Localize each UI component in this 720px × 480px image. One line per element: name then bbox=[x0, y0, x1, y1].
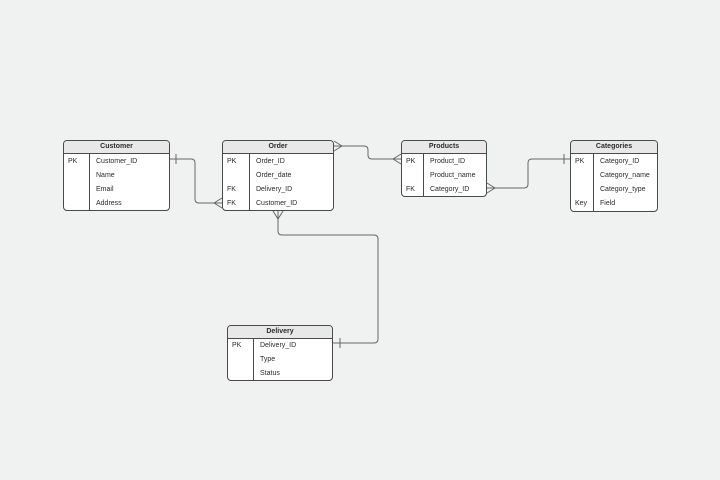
field-cell: Category_name bbox=[600, 171, 650, 179]
key-cell: Key bbox=[571, 196, 594, 211]
key-cell: PK bbox=[228, 339, 254, 353]
table-row: Product_name bbox=[402, 168, 486, 182]
crow-foot-many-icon bbox=[272, 210, 284, 220]
field-cell: Category_type bbox=[600, 186, 646, 194]
crow-foot-many-icon bbox=[333, 140, 343, 152]
field-cell: Field bbox=[600, 200, 616, 208]
table-row: Name bbox=[64, 168, 169, 182]
table-row: PK Customer_ID bbox=[64, 154, 169, 168]
field-cell: Name bbox=[96, 171, 115, 179]
table-row: FK Category_ID bbox=[402, 182, 486, 196]
entity-table-order[interactable]: Order PK Order_ID Order_date FK Delivery… bbox=[222, 140, 334, 211]
table-row: PK Delivery_ID bbox=[228, 339, 332, 353]
connector-line[interactable] bbox=[277, 211, 379, 344]
field-cell: Type bbox=[260, 356, 276, 363]
key-cell bbox=[571, 182, 594, 197]
table-title: Order bbox=[223, 141, 333, 154]
connector-line[interactable] bbox=[487, 158, 570, 189]
field-cell: Category_ID bbox=[600, 157, 640, 165]
key-cell bbox=[228, 366, 254, 381]
key-cell: PK bbox=[223, 154, 250, 168]
table-title: Products bbox=[402, 141, 486, 154]
table-title: Customer bbox=[64, 141, 169, 154]
connector-products-categories[interactable] bbox=[486, 154, 570, 194]
connector-line[interactable] bbox=[170, 158, 222, 204]
table-title: Delivery bbox=[228, 326, 332, 339]
connector-customer-order[interactable] bbox=[170, 154, 223, 209]
table-row: Order_date bbox=[223, 168, 333, 182]
table-body: PK Delivery_ID Type Status bbox=[228, 339, 332, 381]
table-row: FK Delivery_ID bbox=[223, 182, 333, 196]
key-cell: PK bbox=[64, 154, 90, 168]
table-row: Type bbox=[228, 352, 332, 367]
crow-foot-many-icon bbox=[213, 197, 223, 209]
entity-table-categories[interactable]: Categories PK Category_ID Category_name … bbox=[570, 140, 658, 212]
crow-foot-many-icon bbox=[486, 182, 496, 194]
field-cell: Address bbox=[96, 199, 122, 207]
table-row: PK Product_ID bbox=[402, 154, 486, 168]
field-cell: Order_ID bbox=[256, 157, 285, 165]
key-cell bbox=[64, 182, 90, 196]
connector-order-products[interactable] bbox=[333, 140, 402, 165]
table-row: Address bbox=[64, 196, 169, 210]
field-cell: Delivery_ID bbox=[256, 185, 293, 193]
field-cell: Delivery_ID bbox=[260, 342, 297, 350]
table-body: PK Product_ID Product_name FK Category_I… bbox=[402, 154, 486, 196]
entity-table-delivery[interactable]: Delivery PK Delivery_ID Type Status bbox=[227, 325, 333, 381]
key-cell bbox=[402, 168, 424, 182]
key-cell bbox=[64, 196, 90, 210]
crow-foot-many-icon bbox=[392, 153, 402, 165]
field-cell: Email bbox=[96, 185, 114, 193]
key-cell: PK bbox=[402, 154, 424, 168]
table-body: PK Order_ID Order_date FK Delivery_ID FK… bbox=[223, 154, 333, 210]
table-row: FK Customer_ID bbox=[223, 196, 333, 210]
table-row: Key Field bbox=[571, 196, 657, 211]
connector-order-delivery[interactable] bbox=[272, 210, 379, 348]
field-cell: Category_ID bbox=[430, 185, 470, 193]
table-body: PK Customer_ID Name Email Address bbox=[64, 154, 169, 210]
key-cell bbox=[223, 168, 250, 182]
field-cell: Product_ID bbox=[430, 157, 466, 165]
key-cell bbox=[64, 168, 90, 182]
table-body: PK Category_ID Category_name Category_ty… bbox=[571, 154, 657, 211]
table-row: Category_name bbox=[571, 168, 657, 183]
field-cell: Customer_ID bbox=[96, 157, 138, 165]
key-cell: FK bbox=[402, 182, 424, 196]
table-row: Email bbox=[64, 182, 169, 196]
key-cell bbox=[571, 168, 594, 183]
field-cell: Customer_ID bbox=[256, 199, 298, 207]
key-cell: FK bbox=[223, 196, 250, 210]
key-cell: FK bbox=[223, 182, 250, 196]
field-cell: Product_name bbox=[430, 171, 476, 179]
table-row: Status bbox=[228, 366, 332, 381]
key-cell bbox=[228, 352, 254, 367]
field-cell: Status bbox=[260, 369, 280, 377]
table-row: PK Order_ID bbox=[223, 154, 333, 168]
table-row: PK Category_ID bbox=[571, 154, 657, 169]
table-row: Category_type bbox=[571, 182, 657, 197]
key-cell: PK bbox=[571, 154, 594, 169]
entity-table-products[interactable]: Products PK Product_ID Product_name FK C… bbox=[401, 140, 487, 197]
connector-line[interactable] bbox=[334, 145, 401, 160]
entity-table-customer[interactable]: Customer PK Customer_ID Name Email Addre… bbox=[63, 140, 170, 211]
field-cell: Order_date bbox=[256, 171, 292, 179]
table-title: Categories bbox=[571, 141, 657, 154]
